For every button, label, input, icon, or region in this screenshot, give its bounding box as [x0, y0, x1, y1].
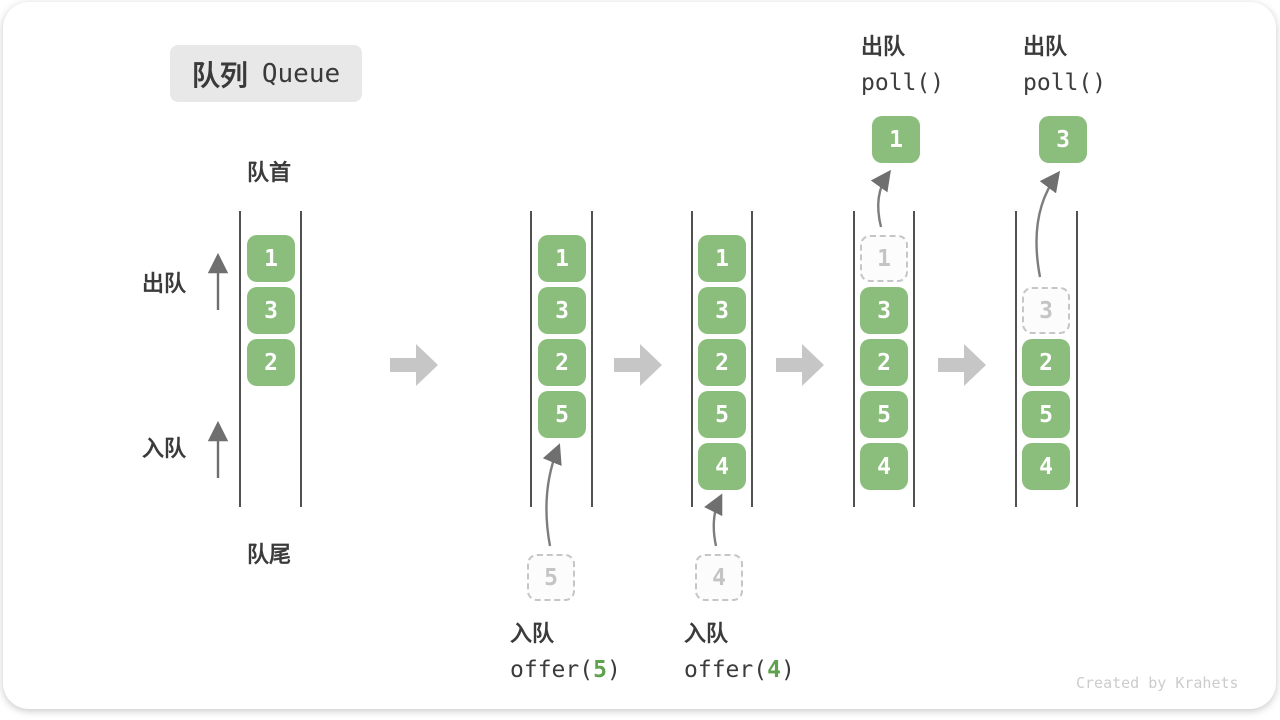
queue-item-box: 4 — [1022, 443, 1070, 490]
op-offer-4-cn: 入队 — [684, 621, 729, 646]
op-poll-1-code: poll() — [861, 70, 945, 96]
block-arrow-icon — [938, 344, 986, 386]
queue-wall-line — [300, 211, 302, 507]
rear-label: 队尾 — [247, 542, 292, 567]
queue-wall-line — [530, 211, 532, 507]
op-poll-2-cn: 出队 — [1023, 34, 1068, 59]
queue-item-box: 5 — [860, 391, 908, 438]
block-arrow-icon — [390, 344, 438, 386]
op-poll-1: 出队 poll() — [861, 29, 944, 96]
removed-item-box: 3 — [1022, 287, 1070, 334]
op-offer-5-arg: 5 — [593, 657, 607, 683]
block-arrow-icon — [614, 344, 662, 386]
op-offer-4: 入队 offer(4) — [684, 616, 795, 683]
queue-item-box: 1 — [538, 235, 586, 282]
pending-item-box: 4 — [695, 554, 743, 601]
curve-arrow-icon — [542, 443, 562, 547]
title-en: Queue — [261, 58, 341, 89]
title-zh: 队列 — [191, 59, 248, 91]
pending-item-box: 5 — [527, 554, 575, 601]
queue-wall-line — [1076, 211, 1078, 507]
polled-item-box: 1 — [872, 116, 920, 163]
op-offer-4-arg: 4 — [767, 657, 781, 683]
curve-arrow-icon — [1035, 170, 1061, 278]
polled-item-box: 3 — [1039, 116, 1087, 163]
op-poll-1-cn: 出队 — [861, 34, 906, 59]
curve-arrow-icon — [870, 169, 891, 228]
queue-item-box: 3 — [247, 287, 295, 334]
removed-item-box: 1 — [860, 235, 908, 282]
queue-item-box: 3 — [860, 287, 908, 334]
queue-item-box: 1 — [247, 235, 295, 282]
block-arrow-icon — [776, 344, 824, 386]
queue-item-box: 1 — [698, 235, 746, 282]
queue-wall-line — [591, 211, 593, 507]
queue-item-box: 2 — [860, 339, 908, 386]
op-offer-5-code: offer(5) — [510, 657, 621, 683]
queue-item-box: 4 — [860, 443, 908, 490]
op-poll-2-code: poll() — [1023, 70, 1107, 96]
queue-wall-line — [913, 211, 915, 507]
queue-wall-line — [751, 211, 753, 507]
queue-item-box: 5 — [538, 391, 586, 438]
queue-item-box: 3 — [538, 287, 586, 334]
queue-wall-line — [691, 211, 693, 507]
op-offer-4-code: offer(4) — [684, 657, 795, 683]
diagram-canvas: 队列 Queue 队首 队尾 出队 入队 1 3 2 1 3 2 5 5 1 3… — [3, 2, 1276, 709]
queue-item-box: 3 — [698, 287, 746, 334]
queue-wall-line — [1015, 211, 1017, 507]
queue-item-box: 5 — [698, 391, 746, 438]
dequeue-label: 出队 — [142, 271, 187, 296]
queue-item-box: 2 — [247, 339, 295, 386]
queue-item-box: 2 — [538, 339, 586, 386]
queue-item-box: 2 — [698, 339, 746, 386]
op-poll-2: 出队 poll() — [1023, 29, 1106, 96]
queue-wall-line — [853, 211, 855, 507]
queue-wall-line — [239, 211, 241, 507]
enqueue-label: 入队 — [142, 436, 187, 461]
queue-item-box: 2 — [1022, 339, 1070, 386]
op-offer-5: 入队 offer(5) — [510, 616, 621, 683]
curve-arrow-icon — [704, 493, 723, 547]
watermark: Created by Krahets — [1076, 674, 1239, 692]
title-box: 队列 Queue — [170, 45, 362, 102]
op-offer-5-cn: 入队 — [510, 621, 555, 646]
front-label: 队首 — [247, 160, 292, 185]
queue-item-box: 5 — [1022, 391, 1070, 438]
queue-item-box: 4 — [698, 443, 746, 490]
